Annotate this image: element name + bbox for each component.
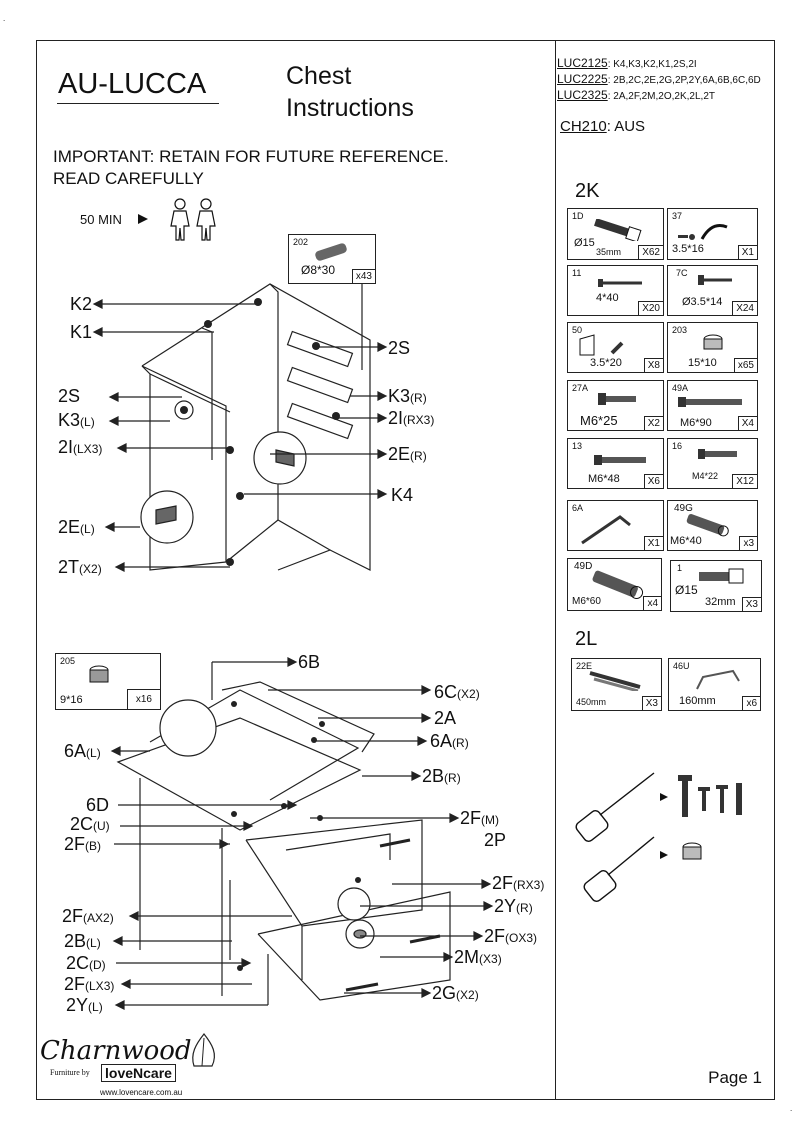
page-frame <box>36 40 775 1100</box>
model-name: AU-LUCCA <box>58 68 207 100</box>
label-k1: K1 <box>70 322 93 342</box>
label-2g: 2G(X2) <box>432 983 479 1003</box>
label-k3r: K3(R) <box>388 386 427 406</box>
cam-lock-icon <box>703 334 723 350</box>
allen-key-icon <box>581 515 631 545</box>
brand-subtitle: Furniture by <box>50 1068 90 1077</box>
cam-bolt-icon <box>699 568 744 584</box>
hardware-box: 49A M6*90 X4 <box>667 380 758 431</box>
label-2s-right: 2S <box>388 338 411 358</box>
label-2f-ax2: 2F(AX2) <box>62 906 114 926</box>
brand-logo: Charnwood <box>40 1036 192 1066</box>
label-2b-r: 2B(R) <box>422 766 461 786</box>
important-notice: IMPORTANT: RETAIN FOR FUTURE REFERENCE. … <box>53 147 449 188</box>
label-2y-l: 2Y(L) <box>66 995 103 1015</box>
label-2s-left: 2S <box>58 386 81 406</box>
label-2y-r: 2Y(R) <box>494 896 533 916</box>
hardware-box: 6A X1 <box>567 500 664 551</box>
hardware-box: 37 3.5*16 X1 <box>667 208 758 260</box>
title-underline <box>57 103 219 105</box>
screw-and-cover-icon <box>678 224 728 240</box>
corner-mark: . <box>790 1104 793 1113</box>
hardware-box: 13 M6*48 X6 <box>567 438 664 489</box>
shelf-support-icon <box>579 334 624 356</box>
page-number: Page 1 <box>708 1068 762 1087</box>
hardware-box: 16 M4*22 X12 <box>667 438 758 489</box>
bag-2k-label: 2K <box>575 180 600 202</box>
oak-leaf-icon <box>192 1033 216 1067</box>
label-2m: 2M(X3) <box>454 947 502 967</box>
label-2f-m: 2F(M) <box>460 808 500 828</box>
label-2p: 2P <box>484 830 507 850</box>
corner-mark: . <box>3 14 6 23</box>
connector-bolt-icon <box>686 514 729 537</box>
hardware-box: 46U 160mm x6 <box>668 658 761 711</box>
lovencare-logo: loveNcare <box>101 1064 176 1082</box>
label-2f-ox3: 2F(OX3) <box>484 926 538 946</box>
label-6d: 6D <box>86 795 110 815</box>
hardware-box: 203 15*10 x65 <box>667 322 758 373</box>
screw-icon <box>598 279 642 287</box>
code-row: LUC2325: 2A,2F,2M,2O,2K,2L,2T <box>557 88 715 102</box>
label-2f-rx3: 2F(RX3) <box>492 873 545 893</box>
label-2e-r: 2E(R) <box>388 444 427 464</box>
document-title: Chest Instructions <box>286 62 414 122</box>
label-2i-l: 2I(LX3) <box>58 437 103 457</box>
screwdrivers-icon <box>575 772 742 902</box>
label-6b: 6B <box>298 652 321 672</box>
label-k3l: K3(L) <box>58 410 95 430</box>
bolt-icon <box>698 449 737 459</box>
dowel-box: 202 Ø8*30 x43 <box>288 234 376 284</box>
cam-lock-icon <box>89 665 109 683</box>
label-k4: K4 <box>391 485 414 505</box>
two-person-icon <box>138 198 216 241</box>
bag-2l-label: 2L <box>575 628 598 650</box>
screw-icon <box>698 275 732 285</box>
label-2f-lx3: 2F(LX3) <box>64 974 115 994</box>
hardware-box: 1D Ø15 35mm X62 <box>567 208 664 260</box>
label-6a-r: 6A(R) <box>430 731 469 751</box>
hardware-box: 49G M6*40 x3 <box>667 500 758 551</box>
handle-icon <box>696 669 740 690</box>
brand-url: www.lovencare.com.au <box>100 1088 183 1097</box>
label-2a: 2A <box>434 708 457 728</box>
column-divider <box>555 40 557 1100</box>
label-6c: 6C(X2) <box>434 682 480 702</box>
code-row: LUC2125: K4,K3,K2,K1,2S,2I <box>557 56 697 70</box>
hardware-box: 50 3.5*20 X8 <box>567 322 664 373</box>
bolt-icon <box>594 455 646 465</box>
label-k2: K2 <box>70 294 93 314</box>
label-2c-d: 2C(D) <box>66 953 106 973</box>
label-2i-r: 2I(RX3) <box>388 408 435 428</box>
label-2e-l: 2E(L) <box>58 517 95 537</box>
hardware-box: 22E 450mm X3 <box>571 658 662 711</box>
bolt-icon <box>598 393 636 405</box>
drawer-runner-icon <box>589 671 641 691</box>
connector-bolt-icon <box>592 570 644 599</box>
code-row: LUC2225: 2B,2C,2E,2G,2P,2Y,6A,6B,6C,6D <box>557 72 761 86</box>
dowel-icon <box>315 243 347 261</box>
bolt-icon <box>678 397 742 407</box>
assembly-time: 50 MIN <box>80 212 122 227</box>
hardware-box: 49D M6*60 x4 <box>567 558 662 611</box>
hardware-box: 7C Ø3.5*14 X24 <box>667 265 758 316</box>
label-2c-u: 2C(U) <box>70 814 110 834</box>
cam-bolt-icon <box>594 219 642 241</box>
label-2t: 2T(X2) <box>58 557 102 577</box>
ch-code: CH210: AUS <box>560 118 646 135</box>
hardware-box: 1 Ø15 32mm X3 <box>670 560 762 612</box>
label-2f-b: 2F(B) <box>64 834 102 854</box>
label-2b-l: 2B(L) <box>64 931 101 951</box>
label-6a-l: 6A(L) <box>64 741 101 761</box>
hardware-box: 11 4*40 X20 <box>567 265 664 316</box>
cam-box: 205 9*16 x16 <box>55 653 161 710</box>
hardware-box: 27A M6*25 X2 <box>567 380 664 431</box>
